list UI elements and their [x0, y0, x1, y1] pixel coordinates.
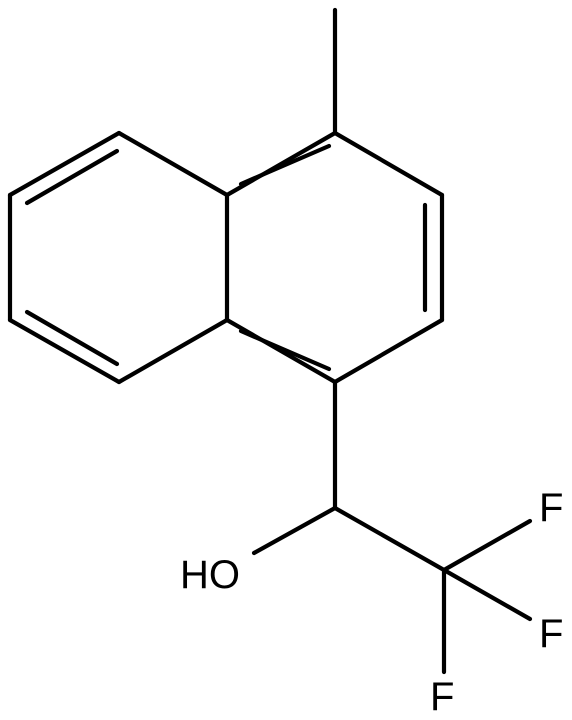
bond-c7-c8-inner: [24, 309, 120, 367]
bond-cf3-f2: [441, 567, 533, 622]
fluorine-label-1: F: [539, 486, 564, 530]
bond-c4-c3: [332, 130, 445, 198]
bond-cf3-f1: [441, 518, 533, 573]
fluorine-label-2: F: [539, 612, 564, 656]
bond-c5-c6-inner: [24, 148, 120, 206]
bond-ch-cf3: [332, 505, 447, 573]
bond-c4a-c4-inner: [238, 143, 332, 187]
fluorine-label-3: F: [430, 675, 455, 719]
hydroxyl-label: HO: [180, 553, 240, 597]
bond-c4a-c4: [224, 130, 338, 198]
bond-c8-c8a: [116, 317, 230, 385]
bond-c4a-c5: [116, 130, 230, 198]
bond-c1-c8a: [224, 317, 338, 385]
bond-c7-c8: [7, 317, 122, 385]
bond-ch-oh: [251, 505, 338, 556]
bond-c5-c6: [7, 130, 122, 198]
bond-c2-c1: [332, 317, 445, 385]
bond-c1-c8a-inner: [238, 328, 332, 372]
